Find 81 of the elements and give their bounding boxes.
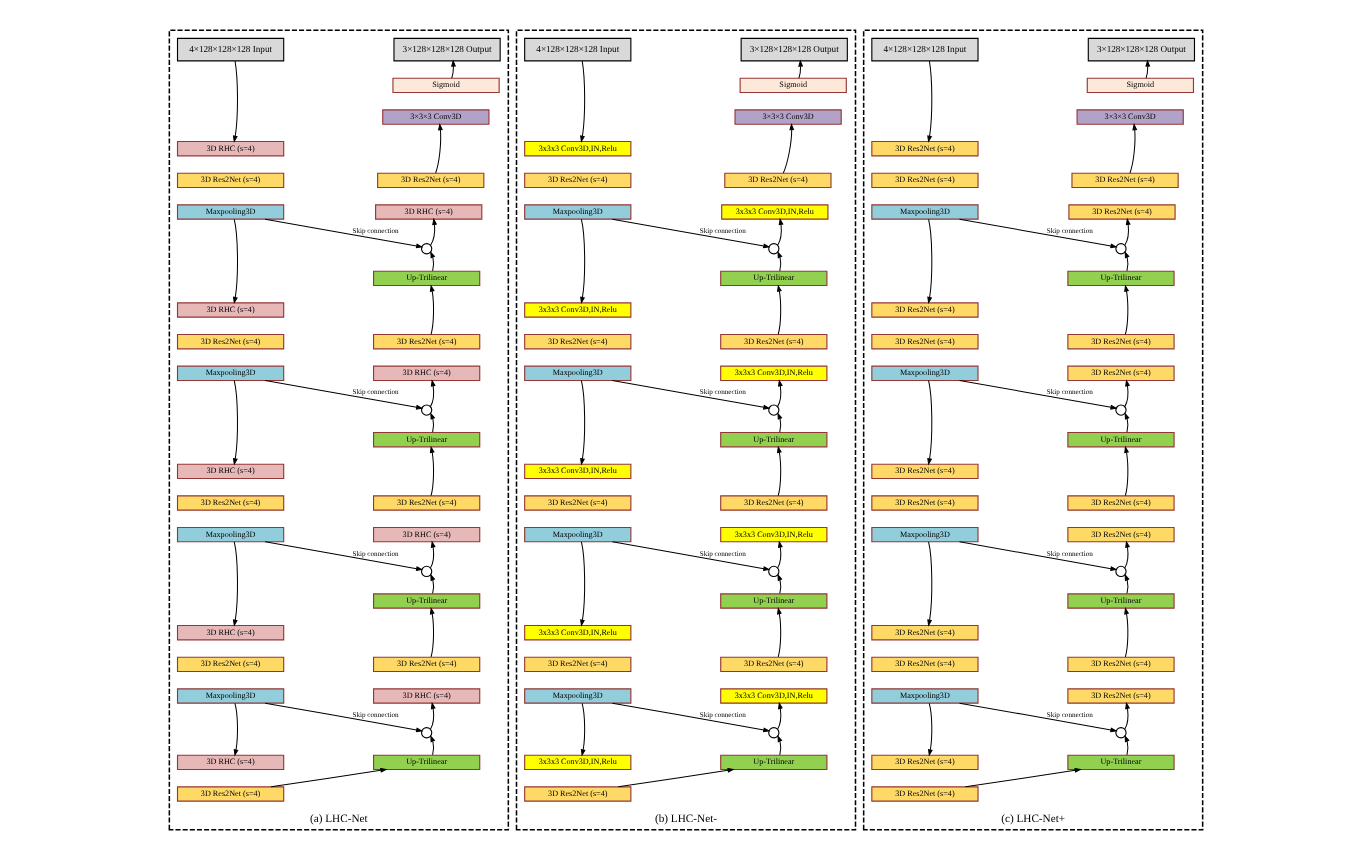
arrow <box>1123 378 1130 406</box>
arrow <box>579 540 585 626</box>
node-circle <box>767 726 779 738</box>
arrow <box>776 572 782 593</box>
arrow <box>1123 411 1129 432</box>
arrow <box>429 572 435 593</box>
arrow <box>428 283 434 334</box>
arrow <box>429 733 435 755</box>
arrow <box>610 378 770 409</box>
arrow <box>776 249 782 271</box>
arrow <box>964 766 1081 787</box>
arrow <box>776 700 782 729</box>
arrow <box>231 59 237 142</box>
arrow <box>610 540 770 570</box>
node-circle <box>1114 403 1126 415</box>
node-circle <box>767 403 779 415</box>
arrow <box>776 606 781 657</box>
arrow <box>263 378 423 409</box>
arrow <box>610 701 770 732</box>
arrow <box>1123 733 1129 755</box>
node-circle <box>420 564 432 577</box>
arrow <box>429 700 435 729</box>
arrow <box>231 540 237 626</box>
arrow <box>776 733 782 755</box>
arrow <box>429 216 437 245</box>
arrow <box>428 606 434 657</box>
node-circle <box>420 242 432 254</box>
arrow <box>926 59 932 142</box>
arrow <box>776 378 782 406</box>
arrow <box>263 701 423 732</box>
arrow <box>958 217 1117 248</box>
arrow <box>579 59 585 142</box>
arrow <box>579 701 585 756</box>
arrow <box>263 540 423 570</box>
arrow <box>1123 283 1129 334</box>
arrow <box>776 283 781 334</box>
arrow <box>269 766 387 787</box>
arrow <box>776 411 782 432</box>
arrow <box>579 217 585 304</box>
arrow <box>579 379 585 465</box>
arrow <box>1123 249 1129 271</box>
node-circle <box>420 726 432 738</box>
arrow <box>231 379 237 465</box>
arrow <box>1128 122 1137 173</box>
arrow <box>781 122 794 173</box>
arrow <box>434 122 442 173</box>
node-circle <box>1114 726 1126 738</box>
node-circle <box>1114 242 1126 254</box>
arrow <box>1123 539 1130 568</box>
arrow <box>429 378 435 406</box>
arrow <box>926 701 932 756</box>
arrow <box>429 539 435 568</box>
arrow <box>958 540 1117 570</box>
arrow <box>1123 216 1130 245</box>
arrow <box>1123 572 1129 593</box>
arrow <box>926 217 932 304</box>
arrow <box>776 216 783 245</box>
arrow <box>263 217 423 248</box>
arrow <box>926 379 932 465</box>
arrow <box>1123 444 1129 496</box>
node-circle <box>1114 564 1126 577</box>
arrow <box>428 444 434 496</box>
arrow <box>1144 58 1150 78</box>
arrow <box>776 444 781 496</box>
arrow <box>616 766 734 787</box>
node-circle <box>767 564 779 577</box>
arrow <box>958 378 1117 409</box>
arrow <box>429 411 435 432</box>
arrow <box>1123 606 1129 657</box>
arrow <box>926 540 932 626</box>
arrow <box>1123 700 1130 729</box>
arrow <box>231 217 237 304</box>
arrow <box>450 58 455 78</box>
arrow <box>610 217 770 248</box>
node-circle <box>420 403 432 415</box>
arrow <box>232 701 238 756</box>
arrow <box>958 701 1117 732</box>
arrow <box>776 539 782 568</box>
arrow <box>429 249 435 271</box>
node-circle <box>767 242 779 254</box>
arrow <box>797 58 803 78</box>
